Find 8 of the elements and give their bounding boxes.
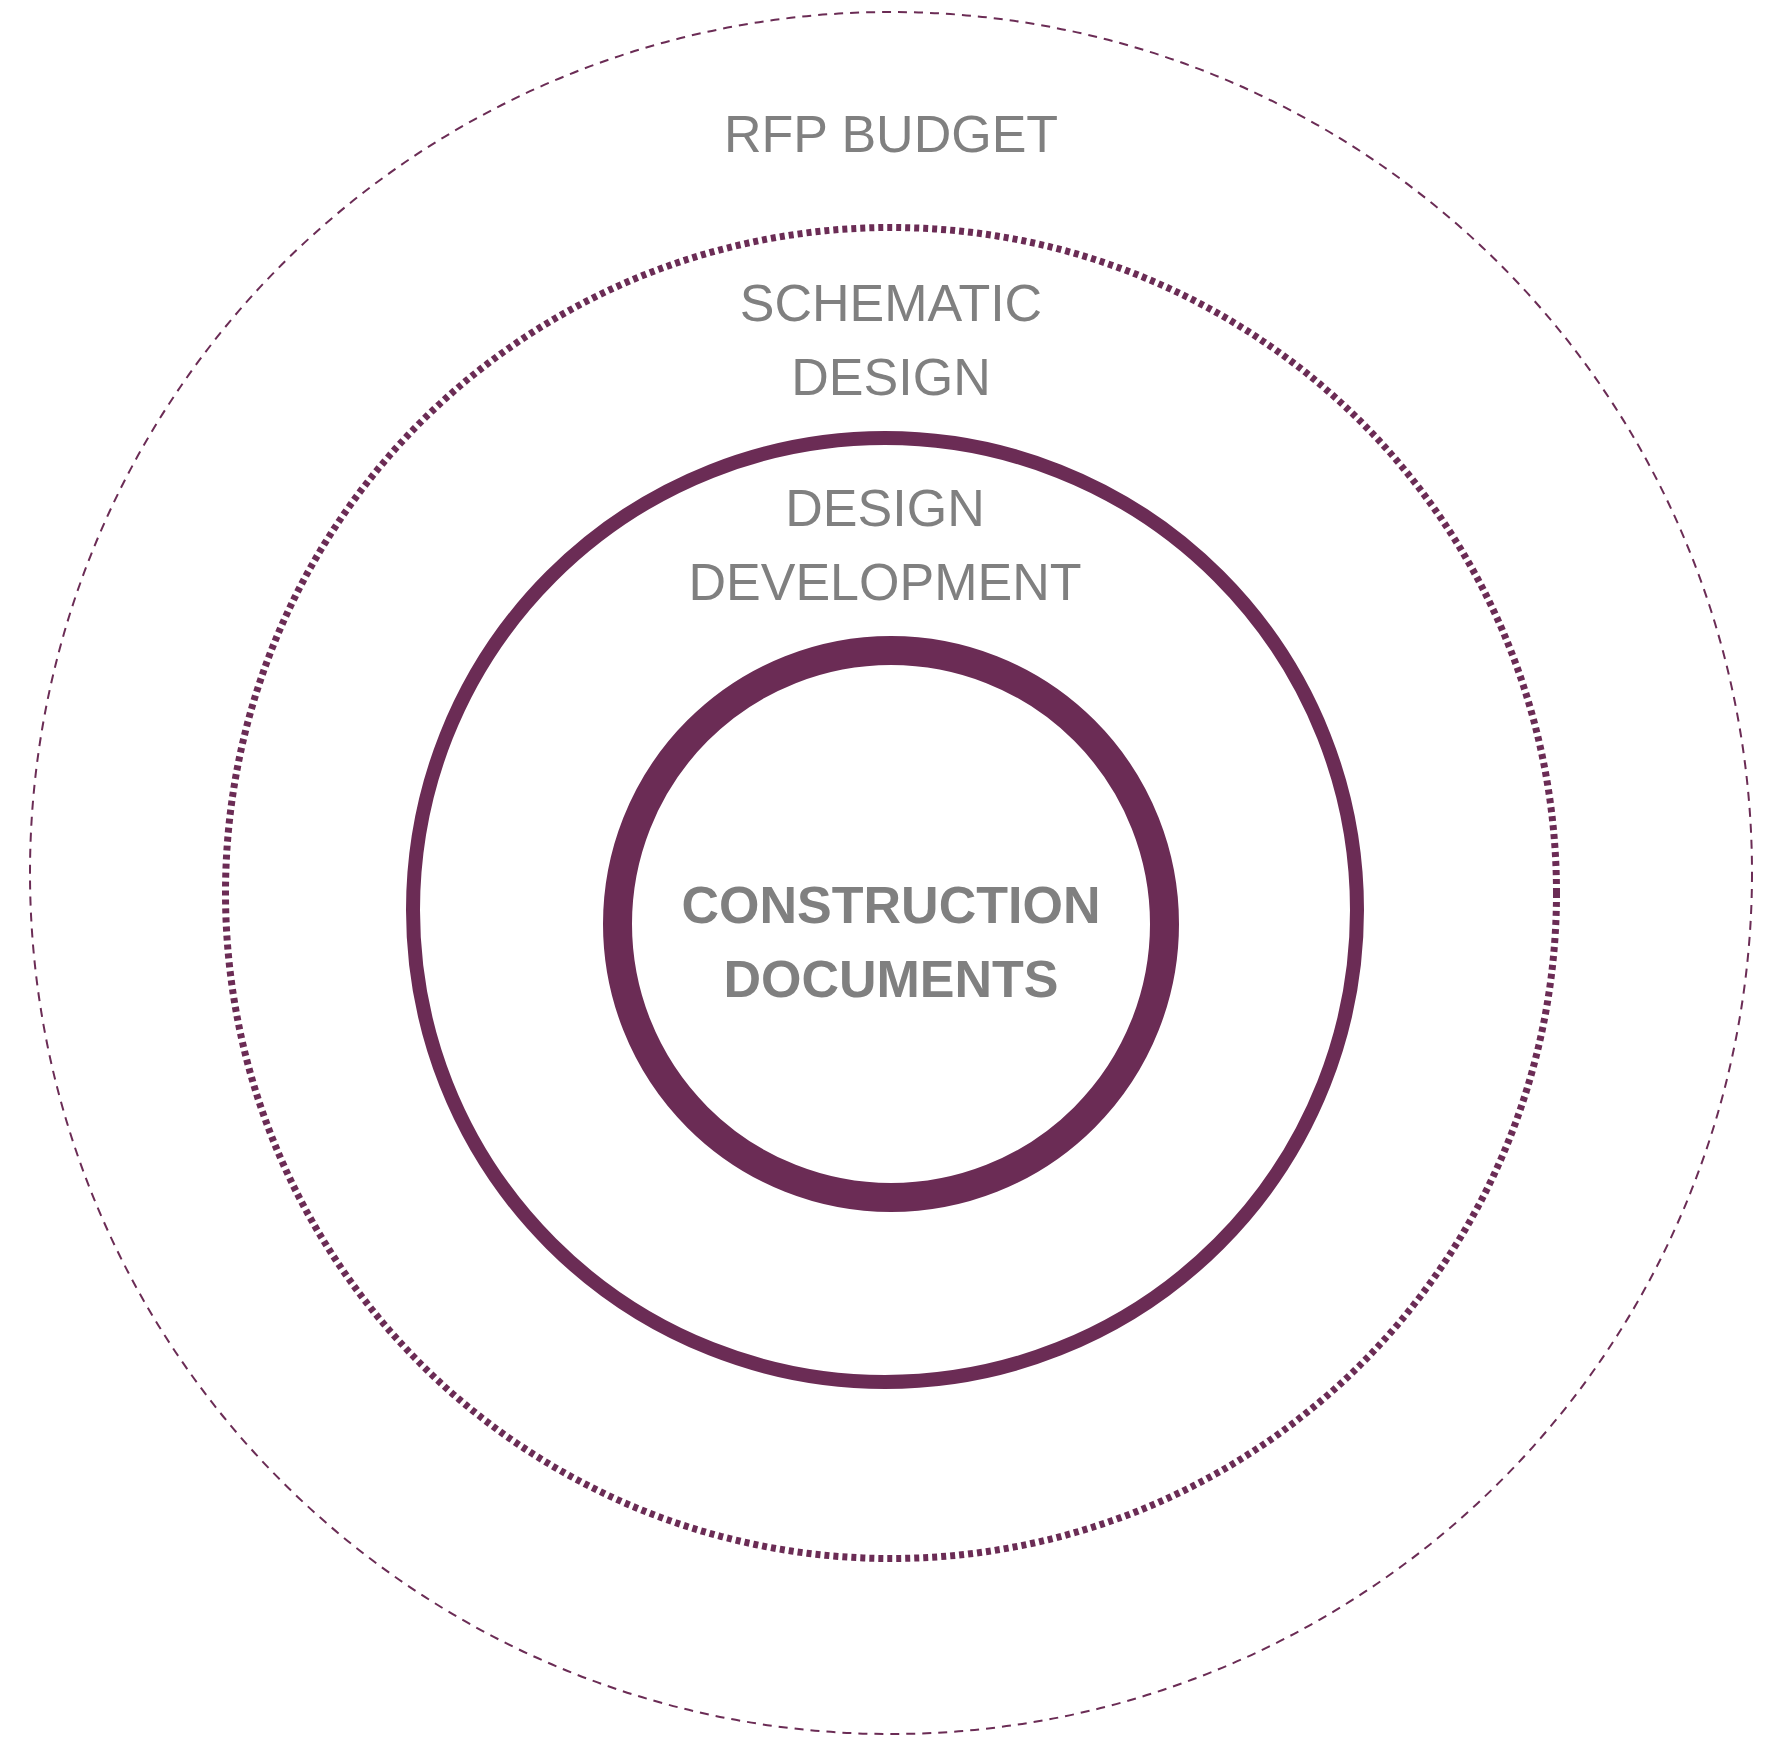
- stage-label: CONSTRUCTION DOCUMENTS: [680, 875, 1102, 1010]
- dotted-circle: [222, 224, 1560, 1562]
- stage-label: SCHEMATIC DESIGN: [738, 273, 1044, 408]
- stage-label: RFP BUDGET: [722, 104, 1060, 165]
- stage-label: DESIGN DEVELOPMENT: [687, 478, 1083, 613]
- dashed-circle: [29, 11, 1753, 1735]
- thick-circle: [603, 636, 1179, 1212]
- circle: [406, 431, 1364, 1389]
